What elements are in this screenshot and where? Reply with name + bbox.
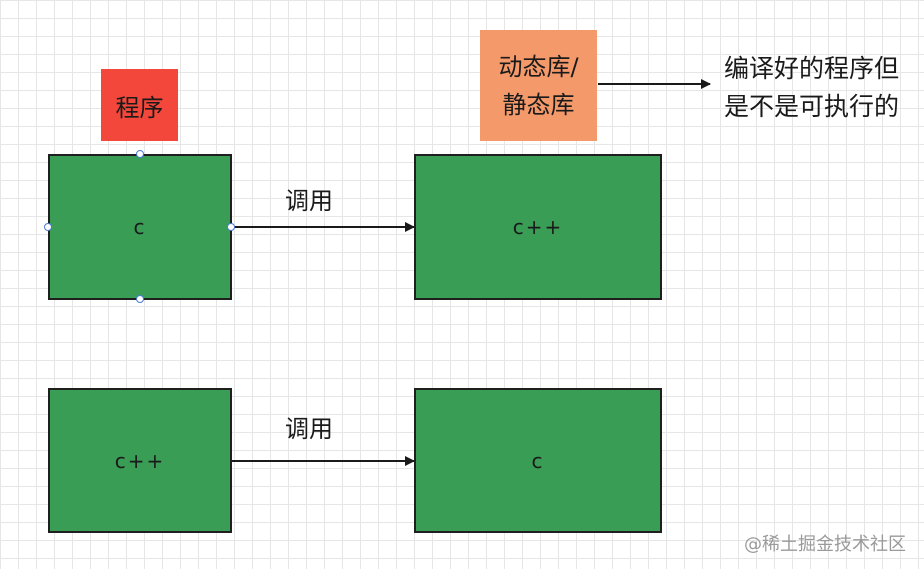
selection-handle-bottom[interactable] bbox=[136, 295, 144, 303]
note-line2: 是不是可执行的 bbox=[724, 92, 900, 121]
note-line1: 编译好的程序但 bbox=[724, 54, 900, 83]
box-top-left-c[interactable]: c bbox=[48, 154, 232, 300]
box-top-right-cpp[interactable]: c++ bbox=[414, 154, 662, 300]
box-bottom-right-text: c bbox=[531, 448, 545, 473]
selection-handle-left[interactable] bbox=[44, 223, 52, 231]
box-bottom-left-cpp[interactable]: c++ bbox=[48, 388, 232, 533]
edge-top-call-label[interactable]: 调用 bbox=[285, 187, 333, 215]
program-label-box[interactable]: 程序 bbox=[101, 69, 178, 141]
watermark: @稀土掘金技术社区 bbox=[744, 534, 906, 555]
library-label-box[interactable]: 动态库/ 静态库 bbox=[480, 30, 597, 141]
library-label-line2: 静态库 bbox=[502, 90, 575, 119]
box-bottom-left-text: c++ bbox=[114, 448, 166, 473]
box-bottom-right-c[interactable]: c bbox=[414, 388, 662, 533]
note-text[interactable]: 编译好的程序但 是不是可执行的 bbox=[724, 50, 899, 126]
program-label-text: 程序 bbox=[115, 93, 164, 122]
library-label-line1: 动态库/ bbox=[498, 52, 579, 81]
selection-handle-top[interactable] bbox=[136, 150, 144, 158]
box-top-right-text: c++ bbox=[512, 215, 564, 239]
box-top-left-text: c bbox=[133, 215, 147, 239]
edge-bottom-call-label[interactable]: 调用 bbox=[285, 415, 333, 443]
selection-handle-right[interactable] bbox=[227, 223, 235, 231]
